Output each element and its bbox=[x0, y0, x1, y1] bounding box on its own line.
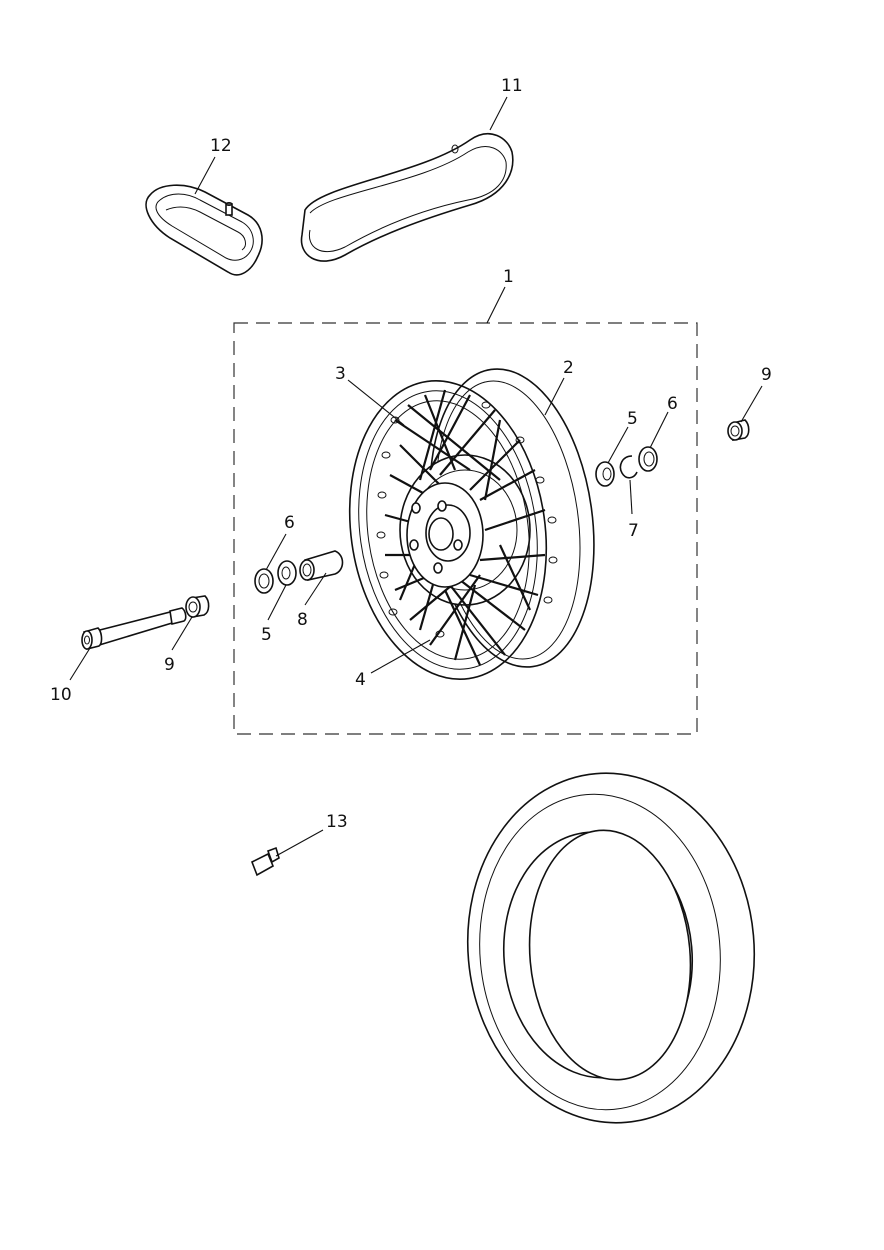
spokes bbox=[384, 389, 546, 666]
wheel-axle-part bbox=[81, 607, 187, 650]
callout-10: 10 bbox=[50, 685, 72, 705]
callout-5-left: 5 bbox=[261, 625, 272, 645]
seal-right-part bbox=[638, 446, 658, 472]
callout-9-right: 9 bbox=[761, 365, 772, 385]
bearing-left-part bbox=[277, 560, 297, 586]
rim-tape-part bbox=[300, 133, 514, 262]
tyre-valve-part bbox=[250, 846, 280, 877]
seal-left-part bbox=[254, 568, 274, 594]
callout-9-left: 9 bbox=[164, 655, 175, 675]
inner-tube-part bbox=[145, 184, 263, 276]
callout-6-left: 6 bbox=[284, 513, 295, 533]
callout-1: 1 bbox=[503, 267, 514, 287]
spacer-tube-part bbox=[299, 550, 344, 581]
callout-3: 3 bbox=[335, 364, 346, 384]
callout-11: 11 bbox=[501, 76, 523, 96]
callout-13: 13 bbox=[326, 812, 348, 832]
bearing-right-part bbox=[595, 461, 615, 487]
spacer-right-part bbox=[727, 419, 750, 441]
callout-2: 2 bbox=[563, 358, 574, 378]
callout-6-right: 6 bbox=[667, 394, 678, 414]
circlip-part bbox=[619, 455, 638, 479]
callout-5-right: 5 bbox=[627, 409, 638, 429]
spoke-nipples bbox=[376, 401, 558, 638]
callout-12: 12 bbox=[210, 136, 232, 156]
callout-8: 8 bbox=[297, 610, 308, 630]
spoked-wheel-part bbox=[348, 368, 595, 680]
tyre-part bbox=[466, 772, 756, 1124]
callout-7: 7 bbox=[628, 521, 639, 541]
callout-4: 4 bbox=[355, 670, 366, 690]
spacer-left-part bbox=[185, 595, 210, 618]
wheel-assembly-group-box bbox=[233, 322, 698, 735]
